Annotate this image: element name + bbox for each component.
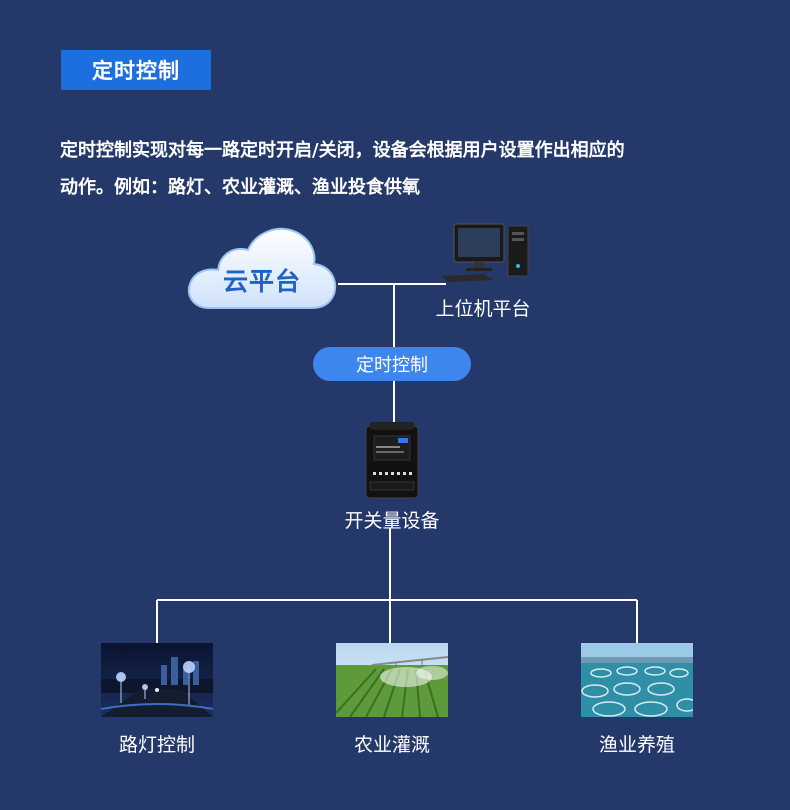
app-label-fish-farm: 渔业养殖 (598, 734, 675, 756)
switch-device-icon (365, 422, 419, 499)
fish-farm-photo (581, 643, 693, 717)
cloud-platform-label: 云平台 (222, 267, 301, 296)
street-light-photo (101, 643, 213, 717)
app-label-irrigation: 农业灌溉 (353, 734, 430, 756)
switch-device-label: 开关量设备 (344, 510, 440, 532)
timer-control-pill-label: 定时控制 (356, 355, 428, 376)
section-title: 定时控制 (92, 59, 180, 83)
timer-control-pill: 定时控制 (313, 347, 471, 381)
description-line-1: 定时控制实现对每一路定时开启/关闭，设备会根据用户设置作出相应的 (60, 140, 625, 161)
irrigation-photo (336, 643, 448, 717)
desktop-computer-icon (442, 223, 529, 282)
host-platform-label: 上位机平台 (435, 298, 531, 320)
cloud-icon (187, 227, 337, 309)
section-title-badge: 定时控制 (61, 50, 211, 90)
app-label-street-light: 路灯控制 (118, 734, 195, 756)
description: 定时控制实现对每一路定时开启/关闭，设备会根据用户设置作出相应的 动作。例如：路… (60, 132, 740, 206)
description-line-2: 动作。例如：路灯、农业灌溉、渔业投食供氧 (60, 177, 420, 198)
